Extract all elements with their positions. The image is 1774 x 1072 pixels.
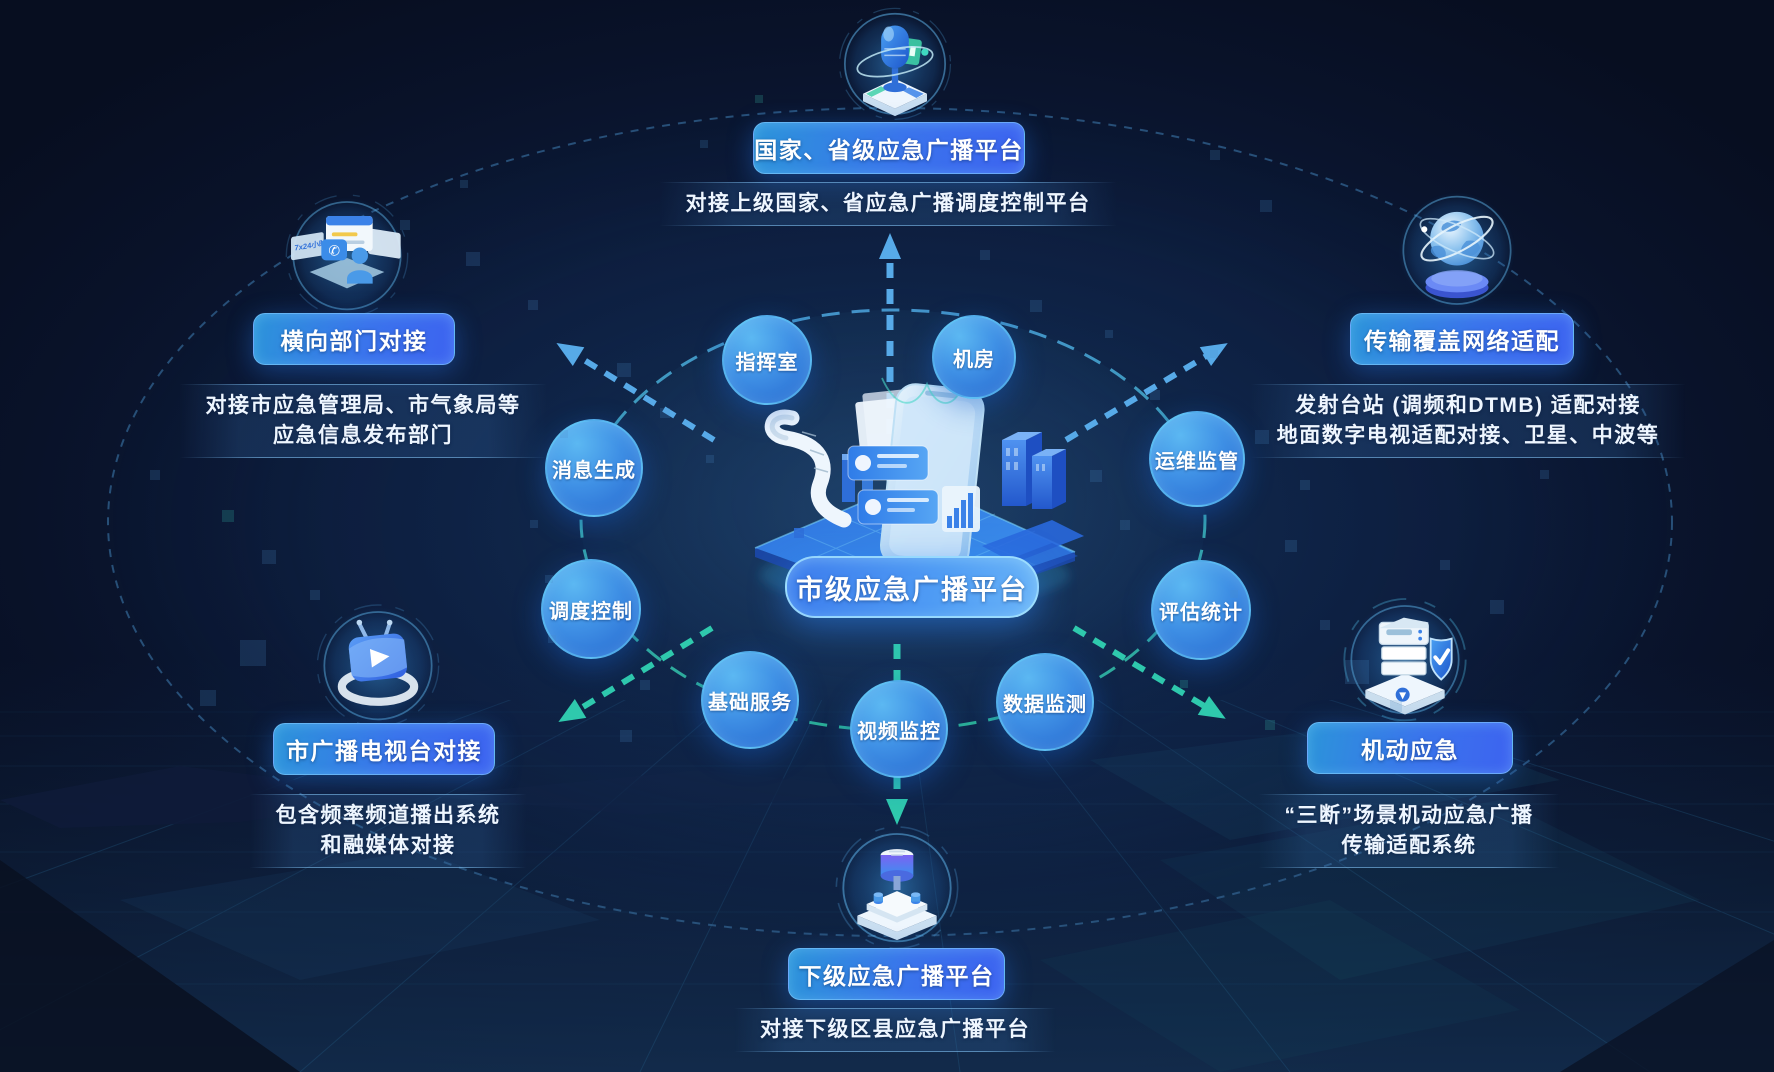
module-dispatch-control[interactable]: 调度控制 xyxy=(541,559,641,659)
module-data-monitoring[interactable]: 数据监测 xyxy=(996,653,1094,751)
module-command-room[interactable]: 指挥室 xyxy=(722,315,812,405)
mobile-emergency-button[interactable]: 机动应急 xyxy=(1307,722,1513,774)
module-evaluation-stats[interactable]: 评估统计 xyxy=(1151,560,1251,660)
horizontal-dept-button[interactable]: 横向部门对接 xyxy=(253,313,455,365)
arrow-upper-right-dashed xyxy=(1064,343,1228,443)
arrow-lower-left-dashed xyxy=(558,625,714,723)
module-ops-supervision[interactable]: 运维监管 xyxy=(1149,411,1245,507)
module-basic-services[interactable]: 基础服务 xyxy=(701,651,799,749)
central-platform-button[interactable]: 市级应急广播平台 xyxy=(785,556,1039,618)
city-tv-station-button[interactable]: 市广播电视台对接 xyxy=(273,723,495,775)
transmission-network-button[interactable]: 传输覆盖网络适配 xyxy=(1350,313,1574,365)
module-video-monitoring[interactable]: 视频监控 xyxy=(850,680,948,778)
subordinate-platform-button[interactable]: 下级应急广播平台 xyxy=(788,948,1005,1000)
national-provincial-button[interactable]: 国家、省级应急广播平台 xyxy=(753,122,1025,174)
arrow-upper-left-dashed xyxy=(556,342,716,443)
arrow-lower-right-dashed xyxy=(1072,625,1226,719)
module-message-generation[interactable]: 消息生成 xyxy=(545,419,643,517)
module-machine-room[interactable]: 机房 xyxy=(932,315,1016,399)
